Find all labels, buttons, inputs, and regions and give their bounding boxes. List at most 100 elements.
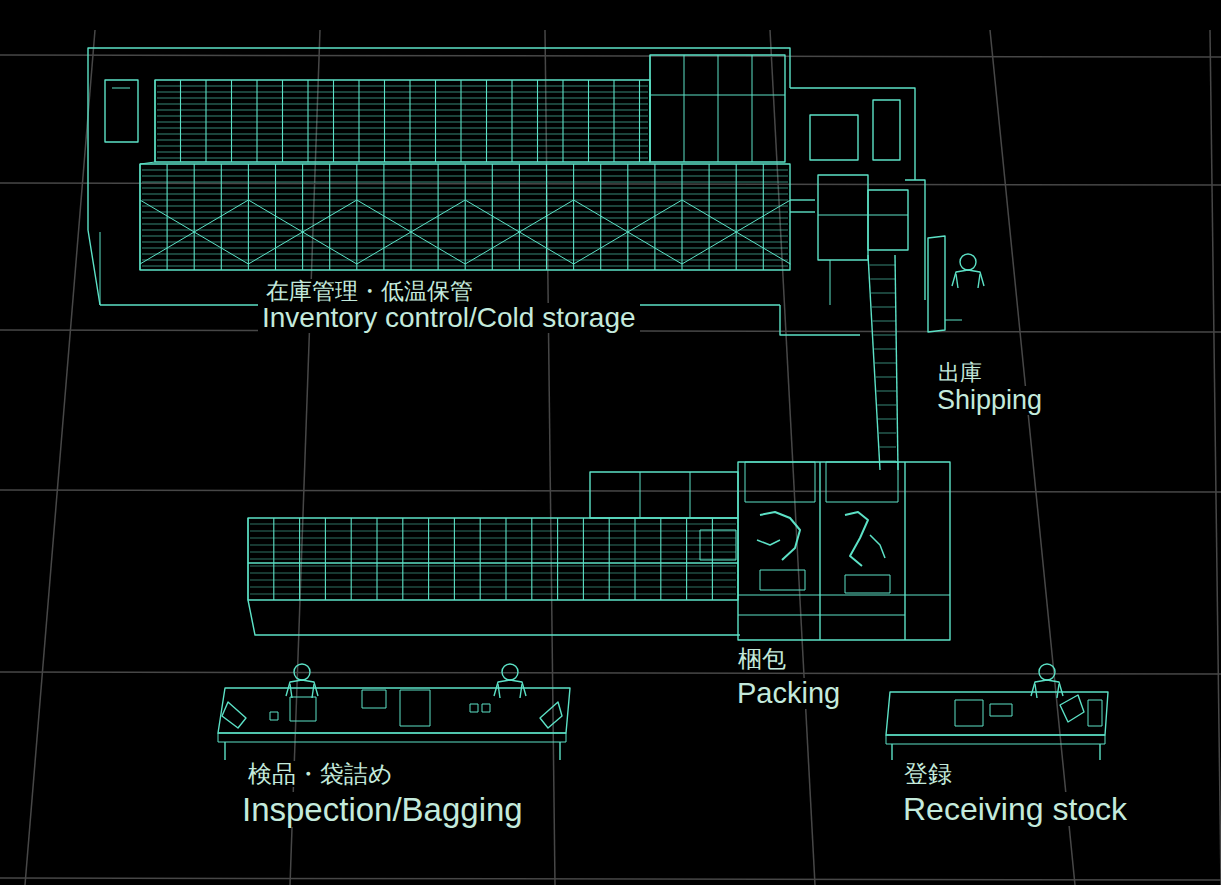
machine-leg [830, 260, 831, 305]
rack-shelf [142, 224, 788, 225]
worker-arm [312, 684, 314, 698]
grid-line [990, 30, 1075, 885]
zone-label-en: Inspection/Bagging [238, 792, 527, 827]
rack-shelf [157, 116, 648, 117]
rack-shelf [142, 218, 788, 219]
rack-post [231, 80, 232, 162]
conveyor-rail [895, 255, 898, 470]
cabinet-post [640, 472, 641, 518]
zone-label-ja: 登録 [900, 761, 956, 787]
rack-brace [465, 200, 573, 264]
zone-label-ja: 出庫 [934, 361, 986, 385]
robot-gripper [757, 540, 780, 545]
rack-shelf [142, 170, 788, 171]
package [845, 575, 890, 593]
rack-post [562, 80, 563, 162]
conveyor-roller [870, 279, 896, 280]
cell-top-box [745, 462, 815, 502]
table-edge [886, 735, 1105, 744]
zone-label-ja: 検品・袋詰め [244, 761, 397, 787]
rack-post [180, 80, 181, 162]
rack-shelf [142, 236, 788, 237]
cabinet-post [718, 55, 719, 162]
worker-arm [978, 274, 980, 288]
shipping-machine [810, 115, 858, 160]
tray [400, 690, 430, 726]
worker-arm [1057, 684, 1059, 698]
rack-shelf [248, 562, 738, 563]
rack-post [358, 80, 359, 162]
rack-shelf [142, 176, 788, 177]
grid-line [0, 183, 1221, 185]
rack-post [588, 80, 589, 162]
rack-brace [357, 200, 465, 264]
conveyor-roller [873, 335, 896, 336]
rack-post [247, 518, 248, 600]
scanner [270, 712, 278, 720]
robot-arm [845, 512, 868, 566]
rack-shelf [157, 134, 648, 135]
equipment [88, 48, 1108, 760]
tray [955, 700, 983, 726]
floor-grid [0, 30, 1221, 885]
zone-label-en: Shipping [933, 386, 1046, 415]
grid-line [1210, 30, 1221, 885]
rack-shelf [250, 552, 736, 553]
desk-shelf [945, 320, 962, 321]
zone-label-ja: 梱包 [734, 646, 790, 672]
shipping-room-wall [790, 88, 915, 180]
picking-rack [248, 518, 738, 600]
zone-label-ja: 在庫管理・低温保管 [262, 279, 477, 304]
rack-shelf [250, 587, 736, 588]
zone-label-en: Packing [733, 678, 844, 709]
table-leg [224, 742, 225, 760]
rack-shelf [250, 580, 736, 581]
rack-shelf [142, 242, 788, 243]
monitor [540, 702, 562, 728]
worker-arm [290, 684, 292, 698]
table-edge [218, 733, 566, 742]
worker-arm [520, 684, 522, 698]
grid-line [770, 30, 815, 885]
package [760, 570, 805, 590]
rack-shelf [157, 158, 648, 159]
rack-shelf [157, 86, 648, 87]
cabinet-shelf [650, 95, 785, 96]
item [482, 704, 490, 712]
shipping-room-floor [780, 305, 860, 335]
glass-cabinet [650, 55, 785, 162]
storage-room-wall [100, 232, 101, 305]
rack-shelf [157, 128, 648, 129]
rack-brace [574, 200, 682, 264]
cell-wall [904, 462, 905, 640]
storage-rack [155, 80, 650, 162]
rack-brace [682, 200, 790, 264]
grid-line [25, 30, 95, 885]
storage-room-wall [88, 48, 790, 305]
rack-cabinet [590, 472, 738, 518]
rack-brace [248, 200, 356, 264]
machine-frame [818, 215, 908, 216]
rack-shelf [142, 182, 788, 183]
robot-arm [760, 512, 800, 560]
shipping-rail [905, 180, 925, 300]
rack-shelf [157, 152, 648, 153]
rack-base [248, 600, 740, 635]
rack-shelf [142, 260, 788, 261]
monitor [222, 702, 246, 728]
rack-post [460, 80, 461, 162]
rack-shelf [142, 266, 788, 267]
rack-shelf [157, 92, 648, 93]
rack-post [486, 80, 487, 162]
cabinet-post [752, 55, 753, 162]
rack-brace [357, 200, 465, 264]
cabinet-post [650, 55, 651, 162]
robot-gripper [870, 535, 885, 558]
rack-post [409, 80, 410, 162]
worker-arm [498, 684, 500, 698]
grid-line [0, 672, 1221, 674]
rack-shelf [250, 538, 736, 539]
worker-head [1039, 664, 1055, 680]
tray [290, 697, 316, 721]
rack-shelf [250, 524, 736, 525]
